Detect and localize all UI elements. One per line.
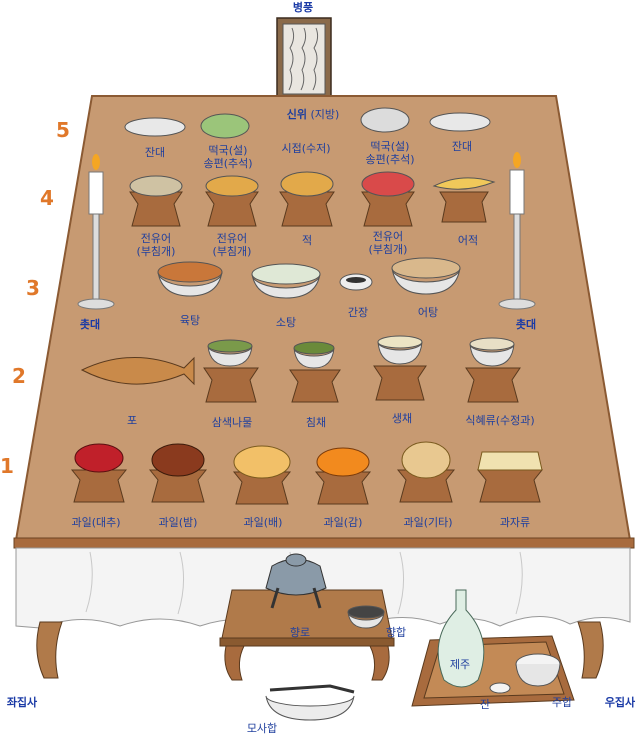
label-jwajipsa: 좌집사	[6, 696, 38, 709]
row-number-4: 4	[40, 186, 54, 210]
label-hanghap: 향합	[385, 626, 407, 639]
label-gwajaryu: 과자류	[499, 516, 531, 529]
label-yuktang: 육탕	[179, 314, 201, 327]
label-eojeok: 어적	[457, 234, 479, 247]
label-gwail-bae: 과일(배)	[243, 516, 283, 529]
label-jeok: 적	[301, 234, 313, 247]
label-tteokguk-left: 떡국(설)송편(추석)	[203, 144, 253, 170]
label-jeju: 제주	[449, 658, 471, 671]
row-number-1: 1	[0, 454, 14, 478]
janda-left-dish	[124, 117, 186, 137]
label-juhap: 주합	[551, 696, 573, 709]
label-sikhye: 식혜류(수정과)	[465, 414, 535, 427]
tteokguk-left-dish	[200, 113, 250, 139]
label-gwail-daechu: 과일(대추)	[71, 516, 121, 529]
row-number-3: 3	[26, 276, 40, 300]
row-number-2: 2	[12, 364, 26, 388]
label-po: 포	[126, 414, 138, 427]
row-number-5: 5	[56, 118, 70, 142]
label-eotang: 어탕	[417, 306, 439, 319]
label-jan: 잔	[479, 698, 491, 711]
tteokguk-right-dish	[360, 107, 410, 133]
candle-right	[498, 152, 536, 310]
label-tteokguk-right: 떡국(설)송편(추석)	[365, 140, 415, 166]
label-candle-right: 촛대	[515, 318, 537, 331]
folding-screen	[276, 17, 332, 101]
jeju-bottle	[437, 589, 485, 688]
po-fish	[80, 356, 195, 386]
label-ujipsa: 우집사	[604, 696, 636, 709]
label-gwail-gita: 과일(기타)	[403, 516, 453, 529]
label-janda-left: 잔대	[144, 146, 166, 159]
folding-screen-label: 병풍	[292, 1, 314, 14]
label-janda-right: 잔대	[451, 140, 473, 153]
label-samsaek: 삼색나물	[211, 416, 253, 429]
label-mosahap: 모사합	[246, 722, 278, 735]
label-sinwi: 신위 (지방)	[286, 108, 340, 121]
label-hyangno: 향로	[289, 626, 311, 639]
label-ganjang: 간장	[347, 306, 369, 319]
label-sijeop: 시접(수저)	[281, 142, 331, 155]
label-sotang: 소탕	[275, 316, 297, 329]
label-gwail-bam: 과일(밤)	[158, 516, 198, 529]
label-jeonyueo-3: 전유어(부침개)	[368, 230, 408, 256]
label-jeonyueo-1: 전유어(부침개)	[136, 232, 176, 258]
incense-table	[219, 553, 395, 681]
mosahap-bowl	[265, 695, 355, 721]
label-gwail-gam: 과일(감)	[323, 516, 363, 529]
wine-tray	[411, 589, 575, 707]
label-chimchae: 침채	[305, 416, 327, 429]
label-jeonyueo-2: 전유어(부침개)	[212, 232, 252, 258]
label-candle-left: 촛대	[79, 318, 101, 331]
label-saengchae: 생채	[391, 412, 413, 425]
candle-left	[77, 154, 115, 310]
janda-right-dish	[429, 112, 491, 132]
